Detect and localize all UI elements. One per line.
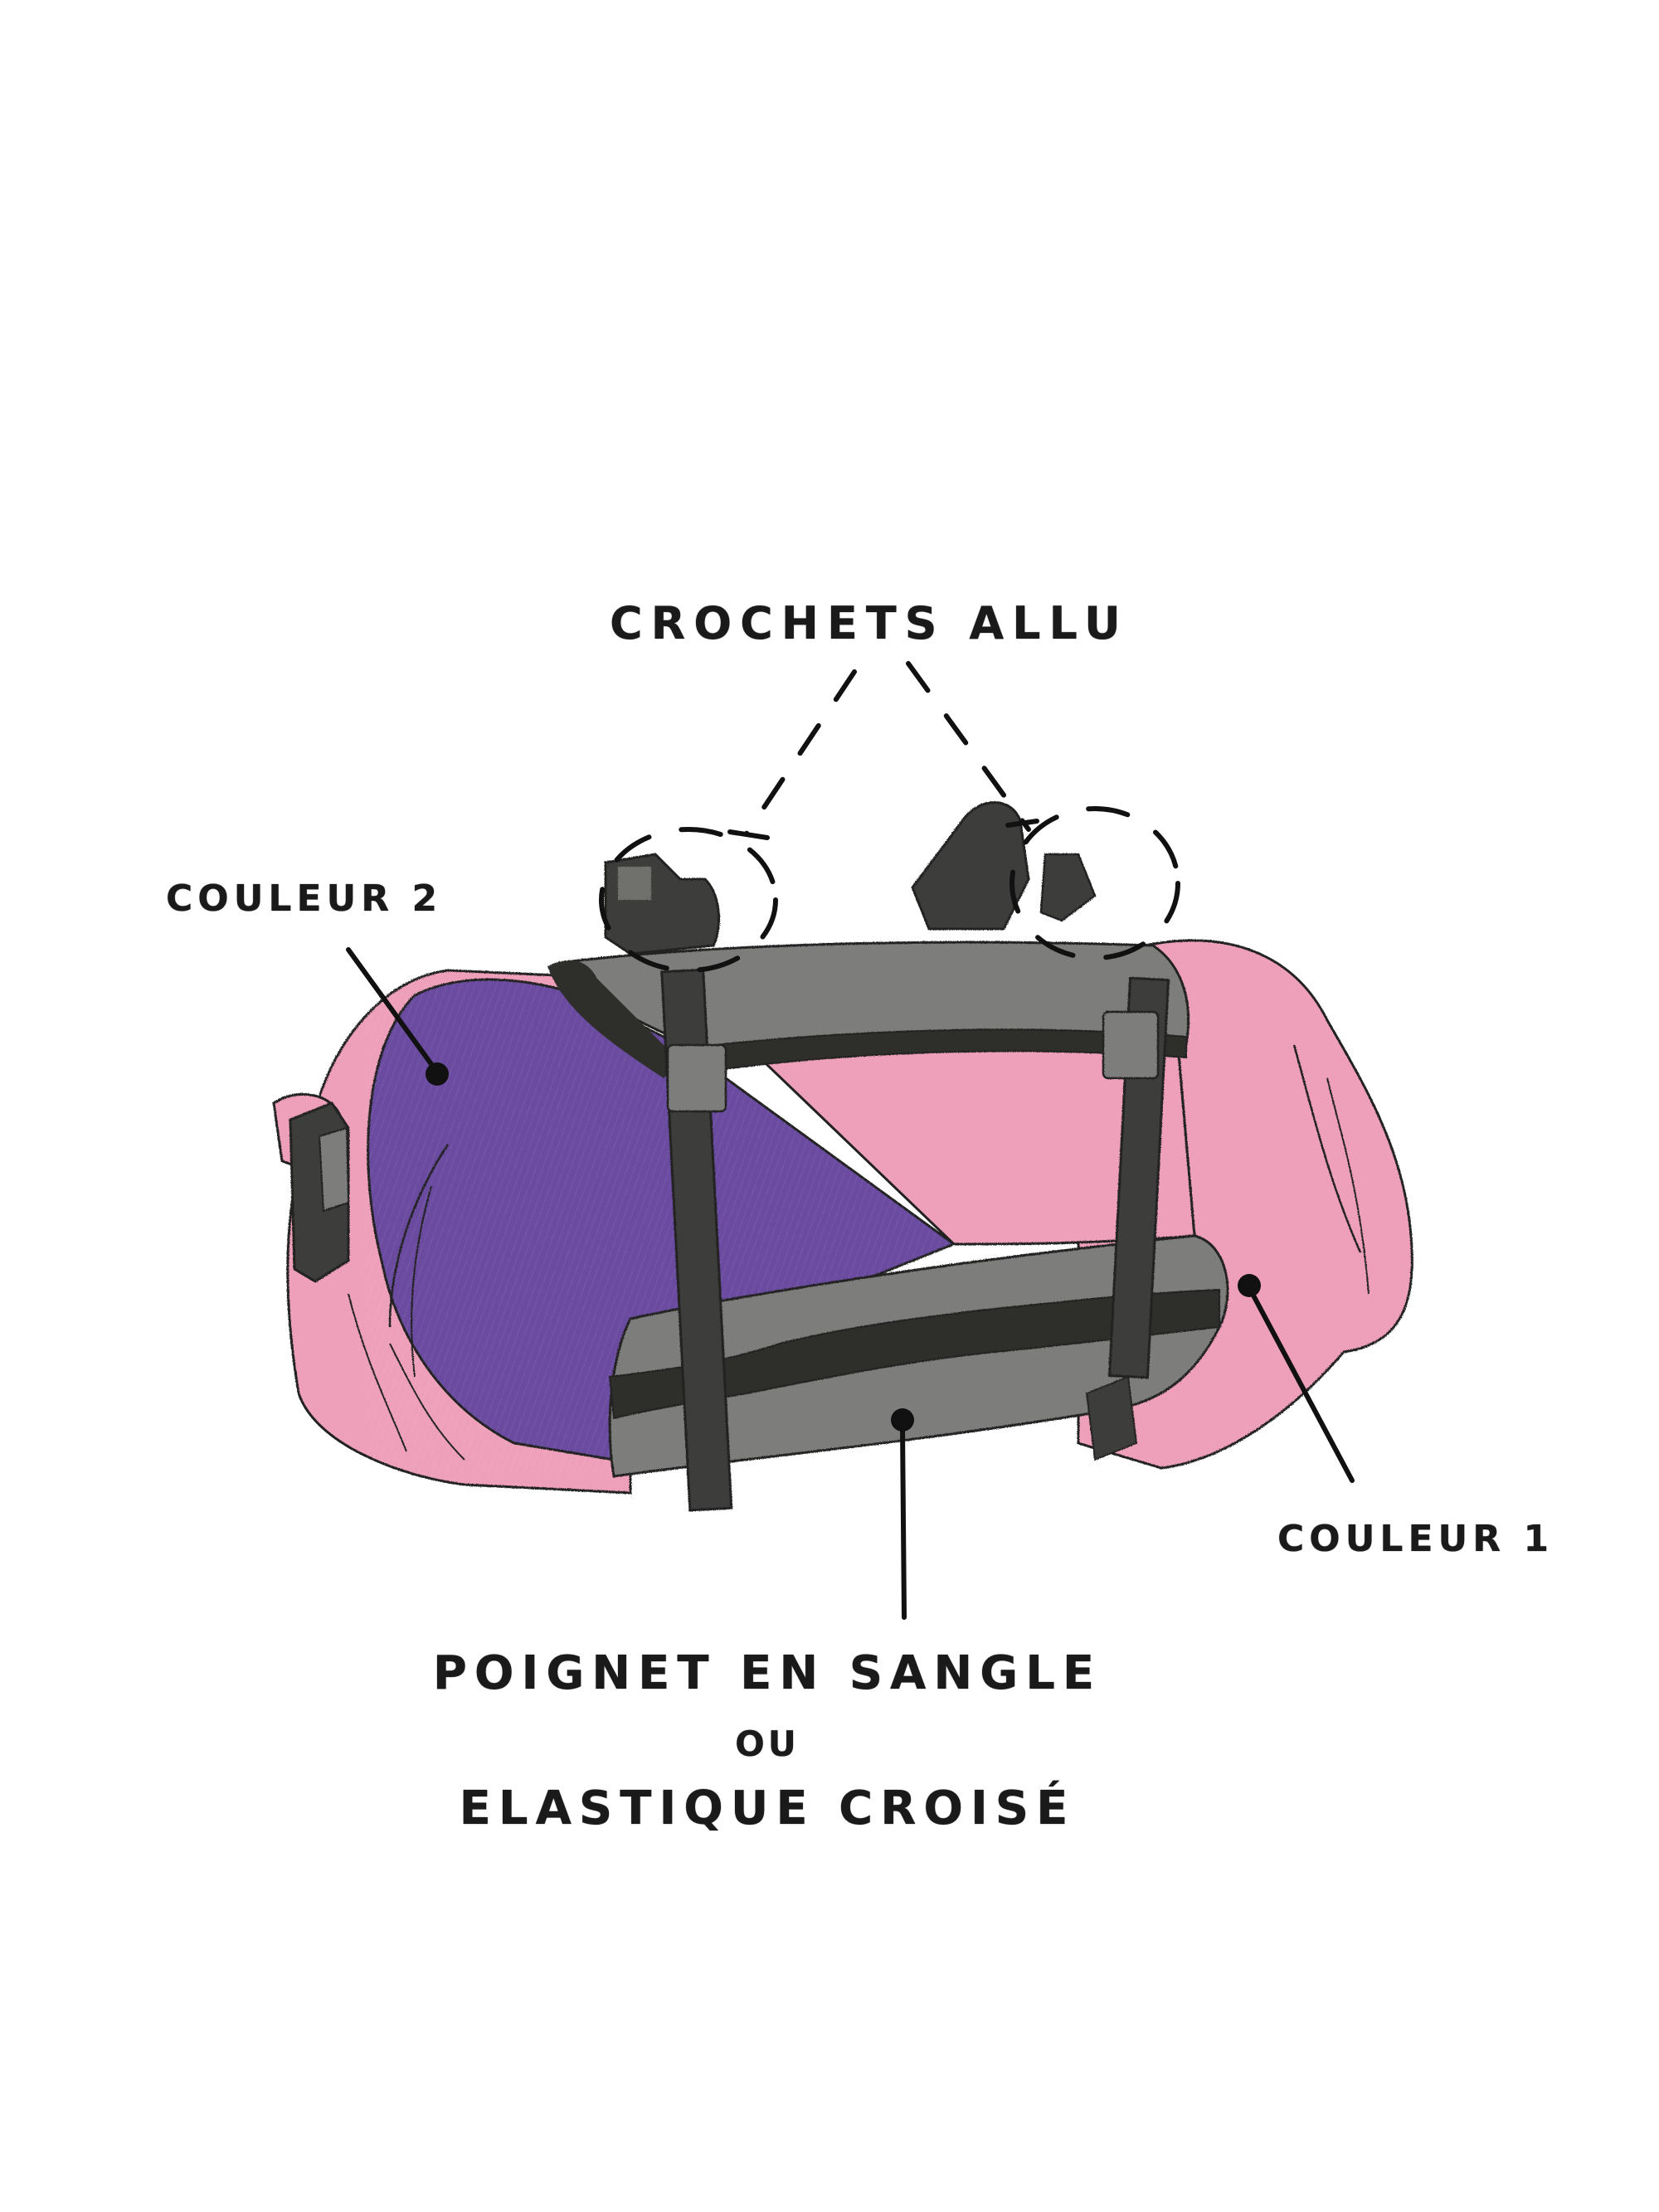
- left-strap: [660, 968, 733, 1512]
- right-hook: [911, 801, 1097, 931]
- right-strap: [1085, 976, 1170, 1461]
- left-hook: [604, 853, 721, 955]
- label-poignet-line1: POIGNET EN SANGLE: [432, 1646, 1102, 1700]
- label-couleur-1: COULEUR 1: [1277, 1518, 1554, 1560]
- grey-front-panel: [608, 1234, 1229, 1478]
- poignet-callout: [891, 1408, 914, 1620]
- left-end-buckle: [289, 1101, 350, 1283]
- couleur2-callout: [346, 947, 449, 1086]
- label-poignet-line2: OU: [735, 1723, 800, 1764]
- label-crochets-allu: CROCHETS ALLU: [610, 597, 1129, 649]
- label-couleur-2: COULEUR 2: [166, 878, 443, 920]
- handle-elastic: [608, 1288, 1220, 1420]
- grey-top-panel: [547, 941, 1190, 1078]
- couleur1-callout: [1238, 1274, 1355, 1483]
- crochets-callout: [599, 661, 1180, 973]
- label-poignet-line3: ELASTIQUE CROISÉ: [459, 1782, 1076, 1835]
